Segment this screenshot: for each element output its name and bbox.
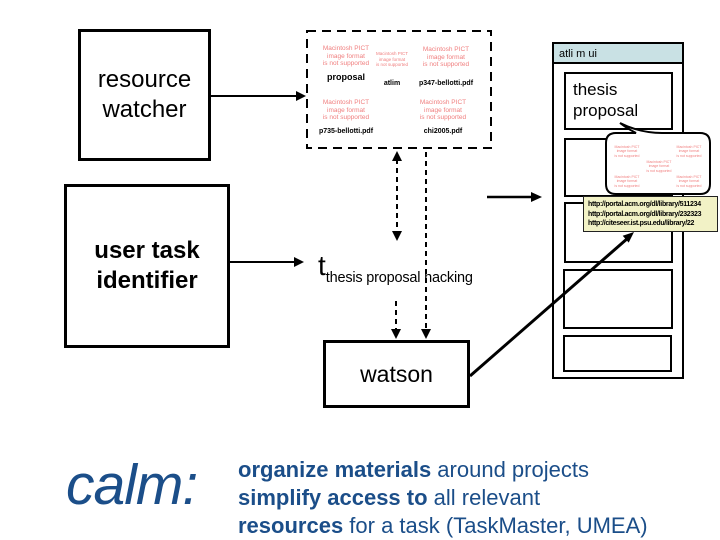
- resource-watcher-box: resource watcher: [78, 29, 211, 161]
- arrowhead-down: [421, 329, 431, 339]
- footer-point: organize materials around projects: [238, 457, 589, 482]
- footer-points: organize materials around projects simpl…: [238, 456, 648, 540]
- url-line: http://portal.acm.org/dl/library/511234: [588, 201, 701, 208]
- arrowhead-down: [391, 329, 401, 339]
- watson-box: watson: [323, 340, 470, 408]
- task-label-prefix: t: [318, 250, 326, 281]
- callout-bubble-shape: [605, 122, 711, 195]
- window-title: atli m ui: [559, 48, 597, 60]
- window-item-empty: [563, 269, 673, 329]
- footer-point: resources for a task (TaskMaster, UMEA): [238, 513, 648, 538]
- window-item-thesis-proposal: thesis proposal: [564, 72, 673, 130]
- file-label: atlim: [383, 79, 401, 87]
- watson-label: watson: [360, 360, 433, 387]
- arrowhead: [296, 91, 306, 101]
- user-task-identifier-box: user task identifier: [64, 184, 230, 348]
- footer-point: simplify access to all relevant: [238, 485, 541, 510]
- user-task-identifier-label: user task identifier: [94, 237, 200, 294]
- search-results-callout: [605, 122, 711, 195]
- url-line: http://citeseer.ist.psu.edu/library/22: [588, 220, 695, 227]
- url-line: http://portal.acm.org/dl/library/232323: [588, 210, 702, 218]
- calm-term: calm:: [66, 453, 198, 517]
- window-item-empty: [563, 335, 672, 372]
- file-label: proposal: [326, 71, 365, 82]
- resource-watcher-label: resource watcher: [97, 66, 192, 123]
- window-titlebar: atli m ui: [554, 44, 682, 64]
- task-label-subscript: thesis proposal hacking: [325, 270, 473, 286]
- arrowhead-down: [392, 231, 402, 241]
- file-label: p735-bellotti.pdf: [318, 127, 374, 135]
- arrowhead: [294, 257, 304, 267]
- arrowhead-up: [392, 151, 402, 161]
- file-label: p347-bellotti.pdf: [418, 79, 474, 87]
- window-item-label: thesis proposal: [573, 80, 639, 120]
- arrowhead: [531, 192, 542, 202]
- file-label: chi2005.pdf: [423, 127, 463, 135]
- url-list-box: http://portal.acm.org/dl/library/511234 …: [583, 196, 718, 232]
- current-task-label: tthesis proposal hacking: [318, 250, 473, 286]
